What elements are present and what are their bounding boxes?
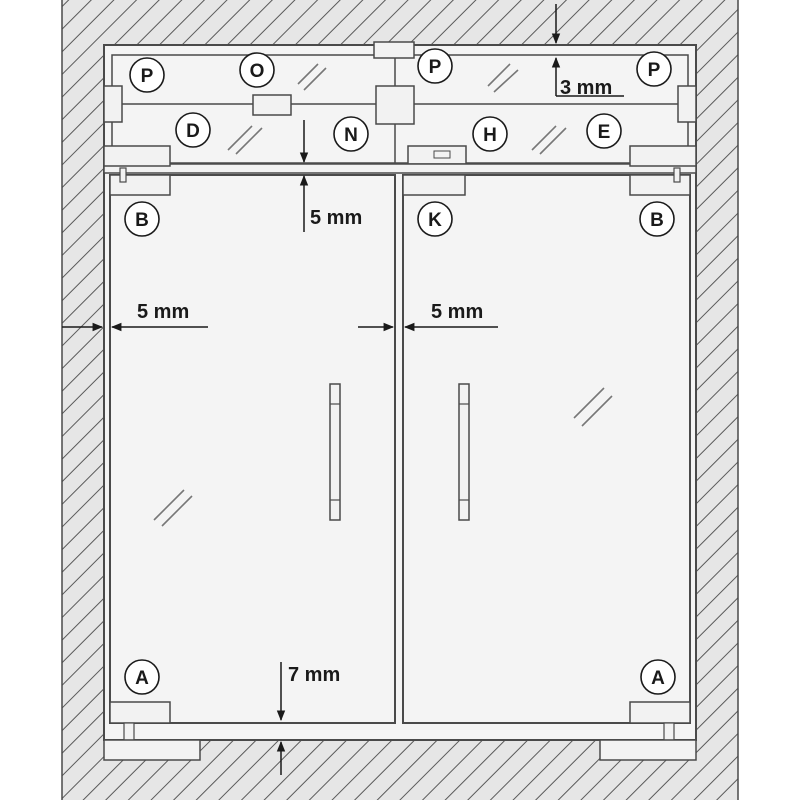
callout-a-right-text: A xyxy=(651,668,665,689)
patch-fitting-a-left xyxy=(109,701,171,724)
double-slash-icon xyxy=(153,63,613,527)
dimension-lines xyxy=(62,4,624,775)
dimension-top-rail-gap: 5 mm xyxy=(310,207,362,229)
fitting-h-lock xyxy=(407,145,467,165)
door-leaves xyxy=(109,174,691,724)
wall-right xyxy=(696,0,738,800)
callout-b-right: B xyxy=(639,201,675,237)
callout-b-left-text: B xyxy=(135,210,149,231)
component-labels: P O P P D N H E xyxy=(124,48,676,695)
patch-fitting-b-left xyxy=(109,174,171,196)
callout-p-center-text: P xyxy=(429,57,442,78)
callout-d: D xyxy=(175,112,211,148)
dimension-floor-gap: 7 mm xyxy=(288,664,340,686)
callout-n-text: N xyxy=(344,125,358,146)
callout-k: K xyxy=(417,201,453,237)
callout-e: E xyxy=(586,113,622,149)
door-bottom-fittings xyxy=(103,701,697,761)
floor-spring-right xyxy=(599,739,697,761)
dimension-top-gap: 3 mm xyxy=(560,77,612,99)
fitting-center-block xyxy=(375,85,415,125)
handle-left-bar xyxy=(329,383,341,521)
callout-p-right: P xyxy=(636,51,672,87)
fitting-o-connector xyxy=(252,94,292,116)
door-leaf-left xyxy=(109,174,396,724)
wall-left xyxy=(62,0,104,800)
dimension-left-side-gap: 5 mm xyxy=(137,301,189,323)
callout-o: O xyxy=(239,52,275,88)
callout-o-text: O xyxy=(250,61,265,82)
callout-n: N xyxy=(333,116,369,152)
callout-p-left-text: P xyxy=(141,66,154,87)
top-patch-left xyxy=(103,145,171,167)
callout-a-left: A xyxy=(124,659,160,695)
top-patch-right xyxy=(629,145,697,167)
patch-fitting-b-right xyxy=(629,174,691,196)
top-fittings xyxy=(103,41,697,165)
transom-rail xyxy=(103,163,697,174)
callout-e-text: E xyxy=(598,122,611,143)
callout-d-text: D xyxy=(186,121,200,142)
fitting-p-left xyxy=(103,85,123,123)
callout-h: H xyxy=(472,116,508,152)
fitting-p-right xyxy=(677,85,697,123)
callout-h-text: H xyxy=(483,125,497,146)
callout-p-center: P xyxy=(417,48,453,84)
dimension-center-gap: 5 mm xyxy=(431,301,483,323)
floor-spring-left xyxy=(103,739,201,761)
callout-p-right-text: P xyxy=(648,60,661,81)
door-top-fittings xyxy=(109,167,691,196)
door-handle-icon xyxy=(329,383,470,521)
pivot-pin-right xyxy=(663,722,675,741)
callout-a-right: A xyxy=(640,659,676,695)
door-leaf-right xyxy=(402,174,691,724)
patch-fitting-k xyxy=(402,174,466,196)
callout-p-left: P xyxy=(129,57,165,93)
handle-right-bar xyxy=(458,383,470,521)
fitting-top-center xyxy=(373,41,415,59)
wall-top xyxy=(62,0,738,45)
callout-b-right-text: B xyxy=(650,210,664,231)
callout-b-left: B xyxy=(124,201,160,237)
patch-fitting-a-right xyxy=(629,701,691,724)
pivot-pin-left xyxy=(123,722,135,741)
callout-k-text: K xyxy=(428,210,442,231)
callout-a-left-text: A xyxy=(135,668,149,689)
